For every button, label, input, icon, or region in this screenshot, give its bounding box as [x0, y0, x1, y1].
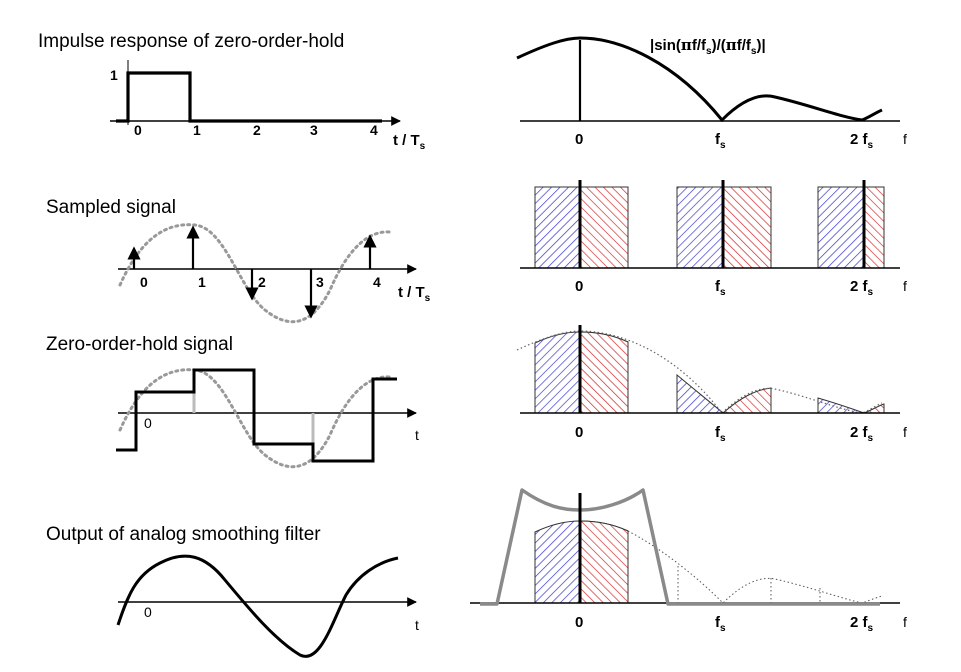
- freq-zero-3: 0: [575, 424, 583, 441]
- sinc-curve: [516, 36, 883, 123]
- baseband-negative: [534, 186, 581, 269]
- tick-1: 1: [193, 122, 201, 138]
- title-filter-output: Output of analog smoothing filter: [46, 524, 321, 545]
- sampled-signal-plot: 0 1 2 3 4 t / Ts: [118, 223, 431, 324]
- replica1-positive: [722, 186, 772, 269]
- zoh-replica2-positive: [863, 403, 885, 414]
- tick-1: 1: [198, 274, 206, 290]
- f-label-3: f: [903, 424, 907, 440]
- zoh-baseband-positive: [579, 331, 629, 414]
- time-axis-label-2: t / Ts: [398, 284, 431, 304]
- filtered-spectrum-plot: 0 fs 2 fs f: [470, 488, 907, 634]
- zero-label: 0: [144, 415, 152, 431]
- zoh-signal-plot: 0 t: [116, 368, 419, 469]
- tick-2: 2: [258, 274, 266, 290]
- baseband-positive: [579, 186, 629, 269]
- tick-2: 2: [253, 122, 261, 138]
- zero-label: 0: [144, 604, 152, 620]
- freq-fs-1: fs: [715, 131, 726, 151]
- zoh-spectrum-plot: 0 fs 2 fs f: [516, 325, 907, 444]
- freq-fs-3: fs: [715, 424, 726, 444]
- sampled-spectrum-plot: 0 fs 2 fs f: [520, 180, 907, 298]
- replica2-positive: [863, 186, 885, 269]
- smoothed-signal: [116, 554, 399, 658]
- freq-2fs-3: 2 fs: [850, 424, 874, 444]
- level-one-label: 1: [110, 67, 118, 83]
- tick-4: 4: [373, 274, 381, 290]
- freq-zero-1: 0: [575, 131, 583, 148]
- title-impulse-response: Impulse response of zero-order-hold: [38, 31, 344, 52]
- freq-zero-2: 0: [575, 278, 583, 295]
- replica2-negative: [817, 186, 865, 269]
- tick-3: 3: [316, 274, 324, 290]
- continuous-signal-dotted: [118, 223, 392, 324]
- tick-0: 0: [140, 274, 148, 290]
- zoh-replica2-negative: [817, 397, 865, 414]
- f-label-2: f: [903, 278, 907, 294]
- t-label: t: [415, 427, 419, 443]
- freq-zero-4: 0: [575, 614, 583, 631]
- tick-3: 3: [310, 122, 318, 138]
- sinc-formula: |sin(πf/fs)/(πf/fs)|: [650, 36, 766, 57]
- title-sampled-signal: Sampled signal: [46, 197, 176, 218]
- filtered-baseband-positive: [579, 520, 629, 604]
- tick-4: 4: [370, 122, 378, 138]
- continuous-signal-dotted: [118, 368, 392, 469]
- t-label: t: [415, 617, 419, 633]
- tick-0: 0: [134, 122, 142, 138]
- time-axis-label-1: t / Ts: [393, 132, 426, 152]
- title-zoh-signal: Zero-order-hold signal: [46, 334, 233, 355]
- zoh-replica1-positive: [721, 387, 772, 414]
- freq-fs-2: fs: [715, 278, 726, 298]
- impulse-response-plot: 1 0 1 2 3 4 t / Ts: [110, 60, 426, 152]
- freq-2fs-4: 2 fs: [850, 614, 874, 634]
- zoh-pulse: [116, 71, 382, 123]
- filter-output-plot: 0 t: [116, 554, 419, 658]
- replica1-negative: [676, 186, 724, 269]
- freq-2fs-1: 2 fs: [850, 131, 874, 151]
- residual-envelope-dotted: [627, 530, 883, 604]
- freq-fs-4: fs: [715, 614, 726, 634]
- sinc-magnitude-plot: |sin(πf/fs)/(πf/fs)| 0 fs 2 fs f: [516, 36, 907, 151]
- f-label-1: f: [903, 131, 907, 147]
- f-label-4: f: [903, 614, 907, 630]
- freq-2fs-2: 2 fs: [850, 278, 874, 298]
- staircase-signal: [116, 368, 397, 463]
- zoh-replica1-negative: [676, 373, 725, 414]
